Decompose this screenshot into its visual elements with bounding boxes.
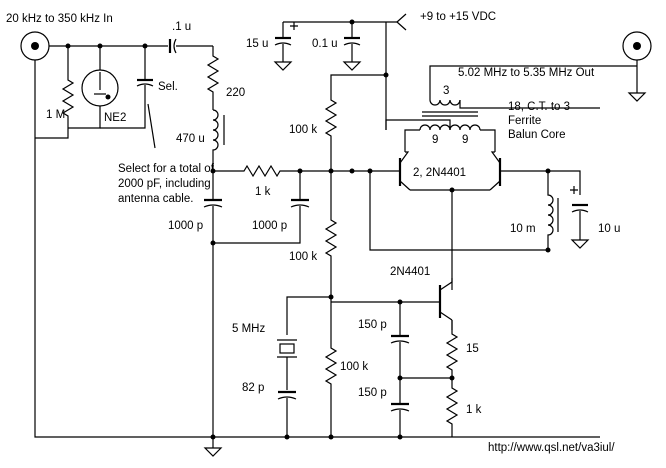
input-label: 20 kHz to 350 kHz In xyxy=(6,13,113,25)
c-1000p-b-label: 1000 p xyxy=(252,220,287,232)
sel-capacitor xyxy=(100,46,154,129)
resistor-1m xyxy=(35,46,75,139)
capacitor-82p xyxy=(277,390,297,437)
r-220-label: 220 xyxy=(226,87,245,99)
output-label: 5.02 MHz to 5.35 MHz Out xyxy=(458,67,595,79)
resistor-100k-b xyxy=(324,171,338,297)
capacitor-150p-b xyxy=(390,378,410,437)
supply-label: +9 to +15 VDC xyxy=(420,11,496,23)
l-10m-label: 10 m xyxy=(510,223,536,235)
c-01u-label: 0.1 u xyxy=(312,38,338,50)
r-1m-label: 1 M xyxy=(46,109,65,121)
q-pair-label: 2, 2N4401 xyxy=(413,167,466,179)
xfmr-label-line2: Ferrite xyxy=(508,115,541,127)
resistor-100k-a xyxy=(324,88,338,171)
c-10u-label: 10 u xyxy=(598,223,620,235)
r-1k-a-label: 1 k xyxy=(255,186,271,198)
q-osc-label: 2N4401 xyxy=(390,266,430,278)
capacitor-0.1u xyxy=(342,22,362,71)
resistor-220 xyxy=(206,46,220,110)
output-connector xyxy=(622,31,652,102)
xfmr-label-line1: 18, C.T. to 3 xyxy=(508,101,570,113)
select-note-line1: Select for a total of xyxy=(118,163,215,175)
ne2-label: NE2 xyxy=(104,112,126,124)
c-82p-label: 82 p xyxy=(242,382,264,394)
c-1000p-a-label: 1000 p xyxy=(168,220,203,232)
r-100k-a-label: 100 k xyxy=(289,124,317,136)
ferrite-transformer xyxy=(385,65,637,152)
transistor-oscillator xyxy=(331,278,453,330)
resistor-1k-b xyxy=(445,378,459,437)
transistor-pair xyxy=(398,151,548,290)
c-in-label: .1 u xyxy=(172,21,191,33)
r-100k-b-label: 100 k xyxy=(289,251,317,263)
xtal-label: 5 MHz xyxy=(232,323,265,335)
c-15u-label: 15 u xyxy=(246,38,268,50)
select-note-line3: antenna cable. xyxy=(118,193,193,205)
c-150p-a-label: 150 p xyxy=(358,319,387,331)
resistor-15 xyxy=(445,330,459,378)
inductor-10m xyxy=(547,171,559,250)
capacitor-15u xyxy=(273,22,298,71)
sel-pointer xyxy=(147,103,156,149)
inductor-470u xyxy=(212,109,225,171)
r-100k-c-label: 100 k xyxy=(340,361,368,373)
crystal-5mhz xyxy=(277,339,297,390)
capacitor-1000p-b xyxy=(213,171,310,244)
coupling-capacitor xyxy=(168,38,213,54)
r-15-label: 15 xyxy=(466,343,479,355)
ground-symbol xyxy=(203,437,223,457)
source-url: http://www.qsl.net/va3iul/ xyxy=(488,442,615,454)
capacitor-1000p-a xyxy=(203,171,223,437)
l-470u-label: 470 u xyxy=(176,133,205,145)
capacitor-10u xyxy=(570,186,590,249)
xfmr-label-line3: Balun Core xyxy=(508,129,566,141)
select-note-line2: 2000 pF, including xyxy=(118,178,211,190)
sel-label: Sel. xyxy=(158,81,178,93)
turns-9b-label: 9 xyxy=(462,134,468,146)
c-150p-b-label: 150 p xyxy=(358,387,387,399)
resistor-100k-c xyxy=(324,297,338,437)
capacitor-150p-a xyxy=(390,302,410,378)
r-1k-b-label: 1 k xyxy=(466,404,482,416)
input-connector xyxy=(20,31,50,61)
turns-9a-label: 9 xyxy=(432,134,438,146)
turns-3-label: 3 xyxy=(443,85,449,97)
